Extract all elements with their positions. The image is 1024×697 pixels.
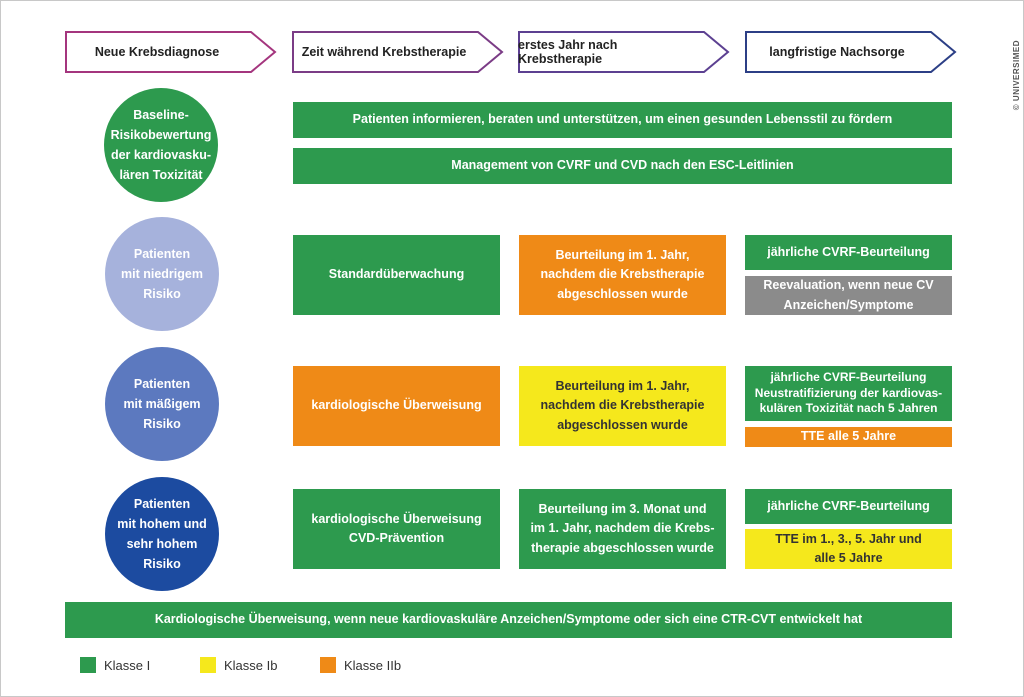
high-first-year-box: Beurteilung im 3. Monat und im 1. Jahr, …	[519, 489, 726, 569]
high-therapy-box: kardiologische Überweisung CVD-Präventio…	[293, 489, 500, 569]
phase-arrow-first-year: erstes Jahr nach Krebstherapie	[518, 31, 730, 73]
phase-label: erstes Jahr nach Krebstherapie	[518, 38, 618, 66]
legend-label-class-iib: Klasse IIb	[344, 658, 402, 673]
legend-label-class-ib: Klasse Ib	[224, 658, 278, 673]
risk-circle-high: Patienten mit hohem und sehr hohem Risik…	[105, 477, 219, 591]
phase-arrow-long-term: langfristige Nachsorge	[745, 31, 957, 73]
moderate-therapy-box: kardiologische Überweisung	[293, 366, 500, 446]
low-long-term-box-1: jährliche CVRF-Beurteilung	[745, 235, 952, 270]
moderate-first-year-box: Beurteilung im 1. Jahr, nachdem die Kreb…	[519, 366, 726, 446]
high-long-term-box-1: jährliche CVRF-Beurteilung	[745, 489, 952, 524]
phase-label: Neue Krebsdiagnose	[94, 45, 220, 59]
risk-circle-baseline: Baseline- Risikobewertung der kardiovask…	[104, 88, 218, 202]
baseline-lifestyle-bar: Patienten informieren, beraten und unter…	[293, 102, 952, 138]
moderate-long-term-box-2: TTE alle 5 Jahre	[745, 427, 952, 447]
phase-label: langfristige Nachsorge	[769, 45, 905, 59]
risk-circle-moderate: Patienten mit mäßigem Risiko	[105, 347, 219, 461]
cardiology-referral-bar: Kardiologische Überweisung, wenn neue ka…	[65, 602, 952, 638]
phase-label: Zeit während Krebstherapie	[301, 45, 467, 59]
low-first-year-box: Beurteilung im 1. Jahr, nachdem die Kreb…	[519, 235, 726, 315]
high-long-term-box-2: TTE im 1., 3., 5. Jahr und alle 5 Jahre	[745, 529, 952, 569]
risk-circle-low: Patienten mit niedrigem Risiko	[105, 217, 219, 331]
legend-label-class-i: Klasse I	[104, 658, 151, 673]
moderate-long-term-box-1: jährliche CVRF-Beurteilung Neustratifizi…	[745, 366, 952, 421]
arrow-shape	[518, 31, 730, 73]
arrow-shape	[292, 31, 504, 73]
legend-swatch-class-iib	[320, 657, 336, 673]
low-therapy-box: Standardüberwachung	[293, 235, 500, 315]
arrow-shape	[745, 31, 957, 73]
legend-swatch-class-i	[80, 657, 96, 673]
baseline-management-bar: Management von CVRF und CVD nach den ESC…	[293, 148, 952, 184]
low-long-term-box-2: Reevaluation, wenn neue CV Anzeichen/Sym…	[745, 276, 952, 315]
copyright-notice: © UNIVERSIMED	[1012, 40, 1021, 111]
phase-arrow-diagnosis: Neue Krebsdiagnose	[65, 31, 277, 73]
phase-arrow-therapy: Zeit während Krebstherapie	[292, 31, 504, 73]
arrow-shape	[65, 31, 277, 73]
legend-swatch-class-ib	[200, 657, 216, 673]
